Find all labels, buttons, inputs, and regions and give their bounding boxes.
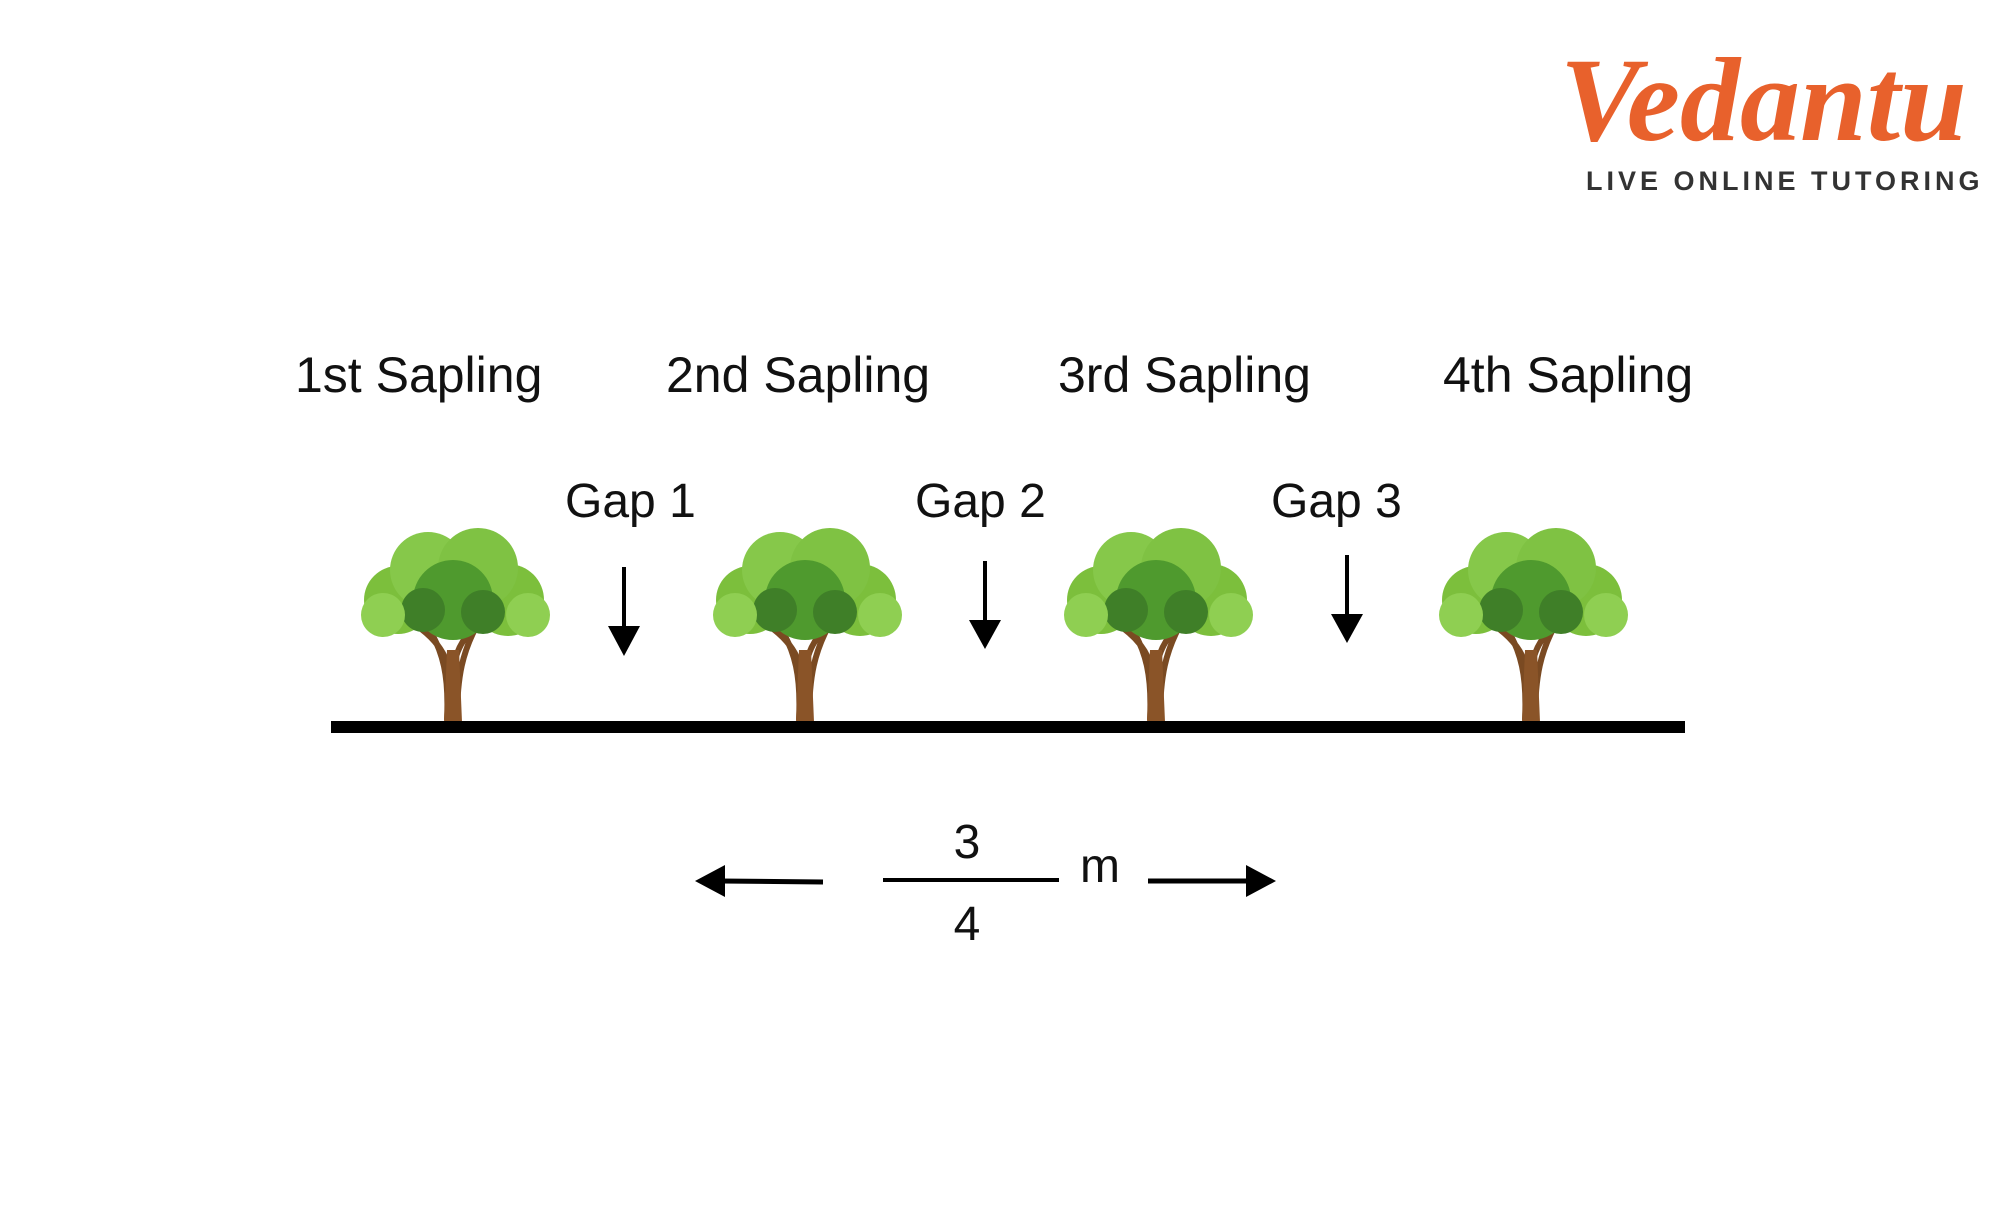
tree-icon-4 [1439,528,1628,722]
gap-label-3: Gap 3 [1271,475,1402,528]
tree-icon-1 [361,528,550,722]
logo-tagline: LIVE ONLINE TUTORING [1586,166,1984,196]
right-arrow-icon [1148,865,1276,897]
sapling-label-1: 1st Sapling [295,347,542,403]
gap-arrow-3 [1331,555,1363,643]
sapling-label-4: 4th Sapling [1443,347,1693,403]
sapling-label-2: 2nd Sapling [666,347,930,403]
tree-icon-2 [713,528,902,722]
ground-line [331,721,1685,733]
gap-arrow-2 [969,561,1001,649]
fraction-denominator: 4 [954,898,981,951]
fraction-numerator: 3 [954,816,981,869]
gap-label-2: Gap 2 [915,475,1046,528]
distance-unit: m [1080,840,1120,893]
left-arrow-icon [695,865,824,897]
gap-arrow-1 [608,567,640,656]
vedantu-logo: Vedantu LIVE ONLINE TUTORING [1560,33,1984,196]
sapling-label-3: 3rd Sapling [1058,347,1311,403]
gap-label-1: Gap 1 [565,475,696,528]
logo-brand: Vedantu [1560,33,1967,166]
tree-icon-3 [1064,528,1253,722]
